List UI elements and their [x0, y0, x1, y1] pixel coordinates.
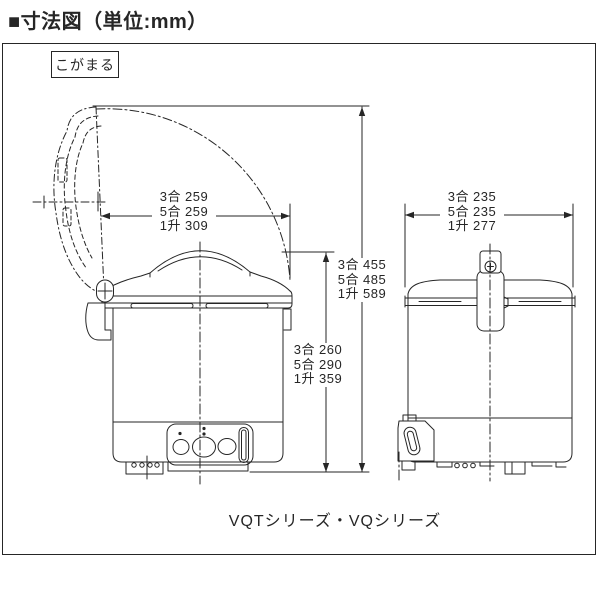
dimension-line-value: 1升 277 — [447, 218, 497, 233]
dimension-front-width: 3合 259 5合 259 1升 309 — [152, 189, 216, 234]
page-title: ■寸法図（単位:mm） — [8, 11, 208, 33]
dimension-line-value: 5合 485 — [337, 271, 387, 287]
lid-handle — [476, 250, 509, 332]
side-view-figure — [397, 243, 576, 482]
dimension-line-value: 3合 259 — [159, 189, 209, 204]
dimension-line-value: 5合 290 — [293, 356, 343, 372]
product-name-label: こがまる — [55, 56, 115, 73]
product-name-box: こがまる — [51, 51, 119, 78]
dimension-line-value: 3合 235 — [447, 189, 497, 204]
dimension-line-value: 3合 260 — [293, 342, 343, 357]
dimension-line-value: 1升 359 — [293, 371, 343, 386]
dimension-line-value: 1升 309 — [159, 218, 209, 233]
lid-open-phantom — [32, 106, 106, 294]
dimension-line-value: 1升 589 — [337, 286, 387, 301]
lid-swing-arc — [95, 108, 291, 281]
dimension-body-height: 3合 260 5合 290 1升 359 — [286, 342, 350, 387]
control-panel — [166, 423, 254, 466]
dimension-side-depth: 3合 235 5合 235 1升 277 — [440, 189, 504, 234]
front-view-figure — [85, 241, 293, 485]
gas-valve — [397, 414, 435, 482]
dimension-line-value: 3合 455 — [337, 257, 387, 272]
hinge-axis-marker — [96, 279, 114, 303]
dimension-line-value: 5合 235 — [447, 203, 497, 219]
dimension-lid-open-height: 3合 455 5合 485 1升 589 — [330, 257, 394, 302]
dimension-line-value: 5合 259 — [159, 203, 209, 219]
series-label: VQTシリーズ・VQシリーズ — [228, 513, 442, 530]
